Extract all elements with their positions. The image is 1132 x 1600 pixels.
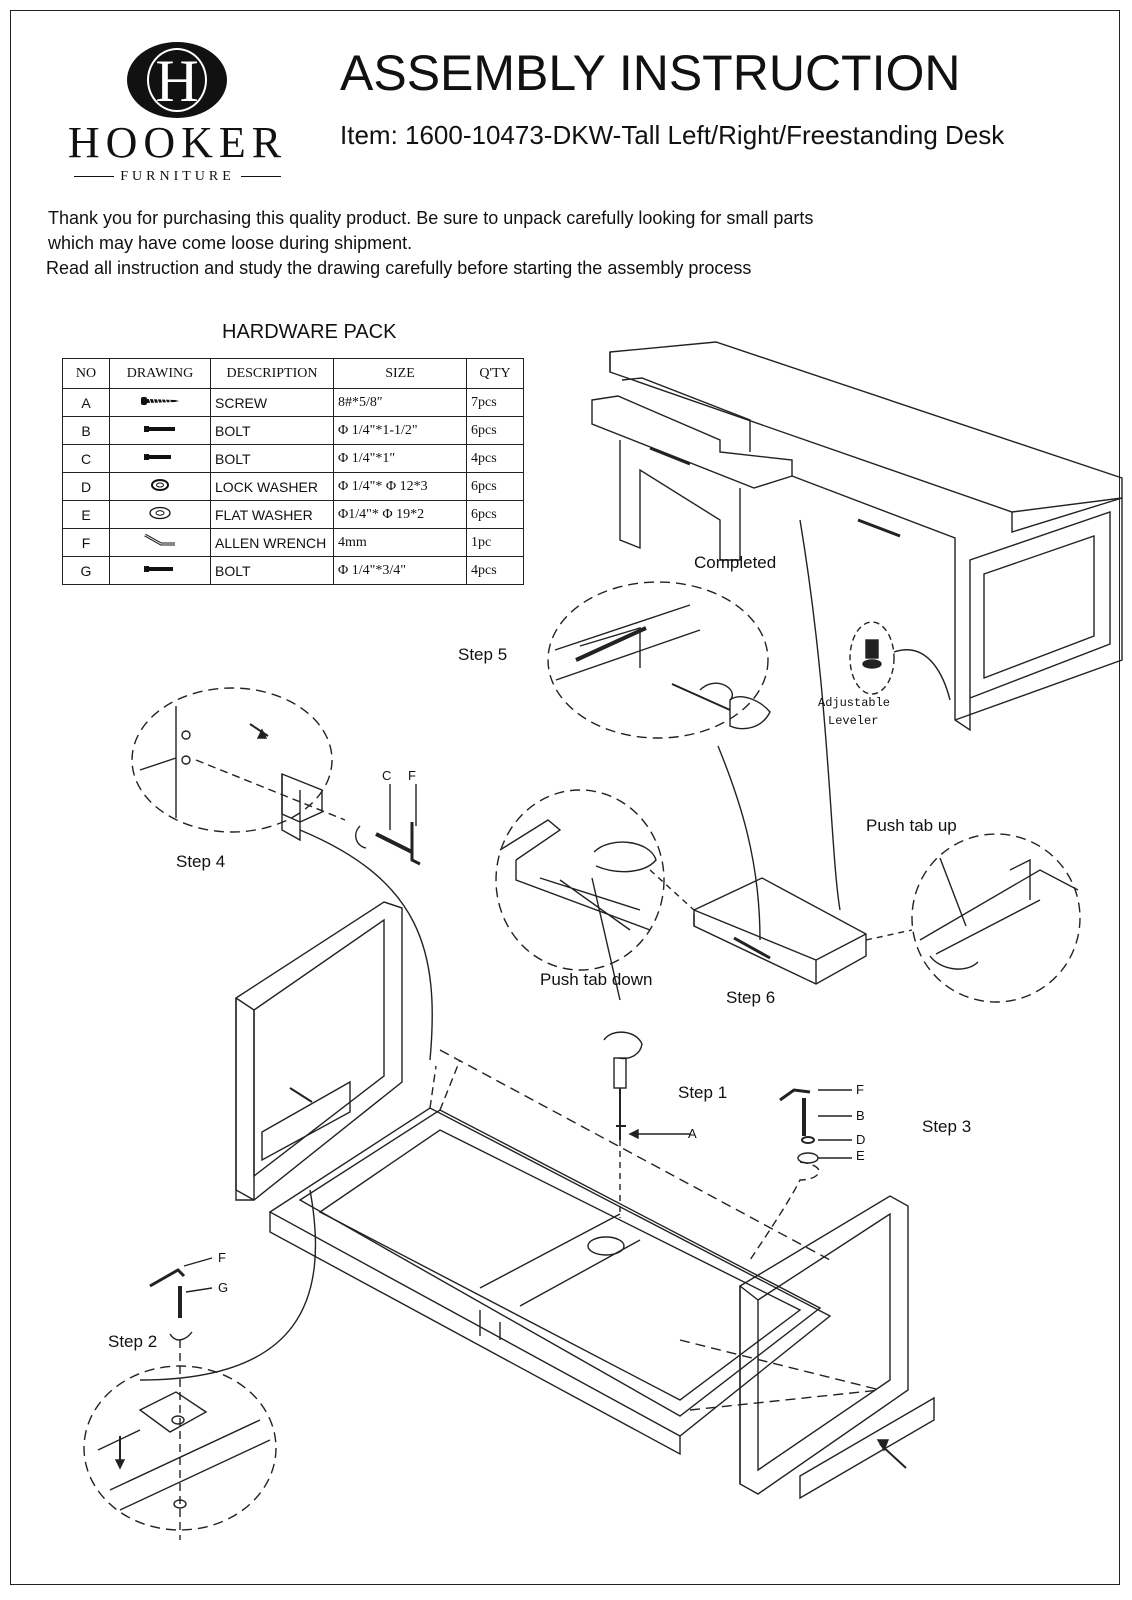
leveler-detail bbox=[849, 621, 895, 695]
step2-label: Step 2 bbox=[108, 1332, 158, 1351]
step6-label: Step 6 bbox=[726, 988, 776, 1007]
part-qty: 6pcs bbox=[466, 500, 524, 529]
part-a-label: A bbox=[688, 1126, 697, 1141]
part-no: D bbox=[62, 472, 110, 501]
completed-label: Completed bbox=[694, 553, 777, 572]
push-down-detail bbox=[495, 789, 665, 971]
table-row: D LOCK WASHER Φ 1/4"* Φ 12*3 6pcs bbox=[62, 472, 524, 501]
table-row: A SCREW 8#*5/8″ 7pcs bbox=[62, 388, 524, 417]
table-row: E FLAT WASHER Φ1/4"* Φ 19*2 6pcs bbox=[62, 500, 524, 529]
brand-name: HOOKER bbox=[67, 118, 288, 167]
completed-desk bbox=[591, 341, 1123, 732]
brand-subtitle-text: FURNITURE bbox=[120, 169, 235, 184]
part-f-label: F bbox=[218, 1250, 226, 1265]
column-header: Q'TY bbox=[466, 358, 524, 389]
intro-line-3: Read all instruction and study the drawi… bbox=[46, 258, 752, 278]
screwdriver-icon bbox=[616, 1088, 626, 1140]
part-e-label: E bbox=[856, 1148, 865, 1163]
logo-ring bbox=[147, 48, 207, 112]
part-description: BOLT bbox=[210, 416, 334, 445]
hardware-table: NO DRAWING DESCRIPTION SIZE Q'TY A SCREW… bbox=[62, 358, 524, 585]
part-g-label: G bbox=[218, 1280, 229, 1295]
bolt-icon bbox=[109, 416, 211, 445]
part-c-label: C bbox=[382, 768, 392, 783]
leveler-label: Leveler bbox=[828, 714, 879, 728]
allen-wrench-icon bbox=[149, 1268, 186, 1288]
step2-detail bbox=[83, 1365, 277, 1531]
brand-subtitle: FURNITURE bbox=[45, 168, 310, 186]
adjustable-label: Adjustable bbox=[818, 696, 891, 710]
intro-line-1: Thank you for purchasing this quality pr… bbox=[48, 208, 814, 228]
logo-monogram: H bbox=[155, 48, 199, 114]
allen-wrench-icon bbox=[779, 1088, 811, 1102]
page-title: ASSEMBLY INSTRUCTION bbox=[340, 45, 961, 101]
step4-detail bbox=[131, 687, 333, 833]
push-up-detail bbox=[911, 833, 1081, 1003]
part-size: Φ 1/4"*3/4" bbox=[333, 556, 467, 585]
step5-label: Step 5 bbox=[458, 645, 508, 664]
column-header: NO bbox=[62, 358, 110, 389]
part-b-label: B bbox=[856, 1108, 865, 1123]
hardware-pack-title: HARDWARE PACK bbox=[222, 321, 397, 343]
column-header: DRAWING bbox=[109, 358, 211, 389]
part-qty: 1pc bbox=[466, 528, 524, 557]
part-no: C bbox=[62, 444, 110, 473]
right-side-panel bbox=[679, 1195, 935, 1500]
intro-line-2: which may have come loose during shipmen… bbox=[48, 233, 413, 253]
table-row: C BOLT Φ 1/4"*1" 4pcs bbox=[62, 444, 524, 473]
flat-washer-icon bbox=[109, 500, 211, 529]
part-size: Φ1/4"* Φ 19*2 bbox=[333, 500, 467, 529]
bolt-icon bbox=[109, 556, 211, 585]
drawer-illustration bbox=[693, 877, 867, 985]
push-tab-down-label: Push tab down bbox=[540, 970, 653, 989]
allen-wrench-icon bbox=[109, 528, 211, 557]
step1-label: Step 1 bbox=[678, 1083, 728, 1102]
part-no: F bbox=[62, 528, 110, 557]
desk-frame bbox=[268, 1049, 832, 1456]
step5-detail bbox=[547, 581, 769, 739]
part-f-label: F bbox=[408, 768, 416, 783]
step4-label: Step 4 bbox=[176, 852, 226, 871]
step3-label: Step 3 bbox=[922, 1117, 972, 1136]
part-f-label: F bbox=[856, 1082, 864, 1097]
brand-logo: H HOOKER FURNITURE bbox=[45, 38, 310, 188]
part-size: Φ 1/4"*1-1/2" bbox=[333, 416, 467, 445]
part-description: LOCK WASHER bbox=[210, 472, 334, 501]
left-side-panel bbox=[235, 901, 403, 1201]
part-qty: 4pcs bbox=[466, 556, 524, 585]
push-tab-up-label: Push tab up bbox=[866, 816, 957, 835]
table-row: G BOLT Φ 1/4"*3/4" 4pcs bbox=[62, 556, 524, 585]
table-row: B BOLT Φ 1/4"*1-1/2" 6pcs bbox=[62, 416, 524, 445]
part-d-label: D bbox=[856, 1132, 866, 1147]
part-no: A bbox=[62, 388, 110, 417]
page-border bbox=[10, 10, 1120, 1585]
item-number: Item: 1600-10473-DKW-Tall Left/Right/Fre… bbox=[340, 120, 1005, 150]
lock-washer-icon bbox=[109, 472, 211, 501]
intro-text: Thank you for purchasing this quality pr… bbox=[46, 206, 1048, 281]
